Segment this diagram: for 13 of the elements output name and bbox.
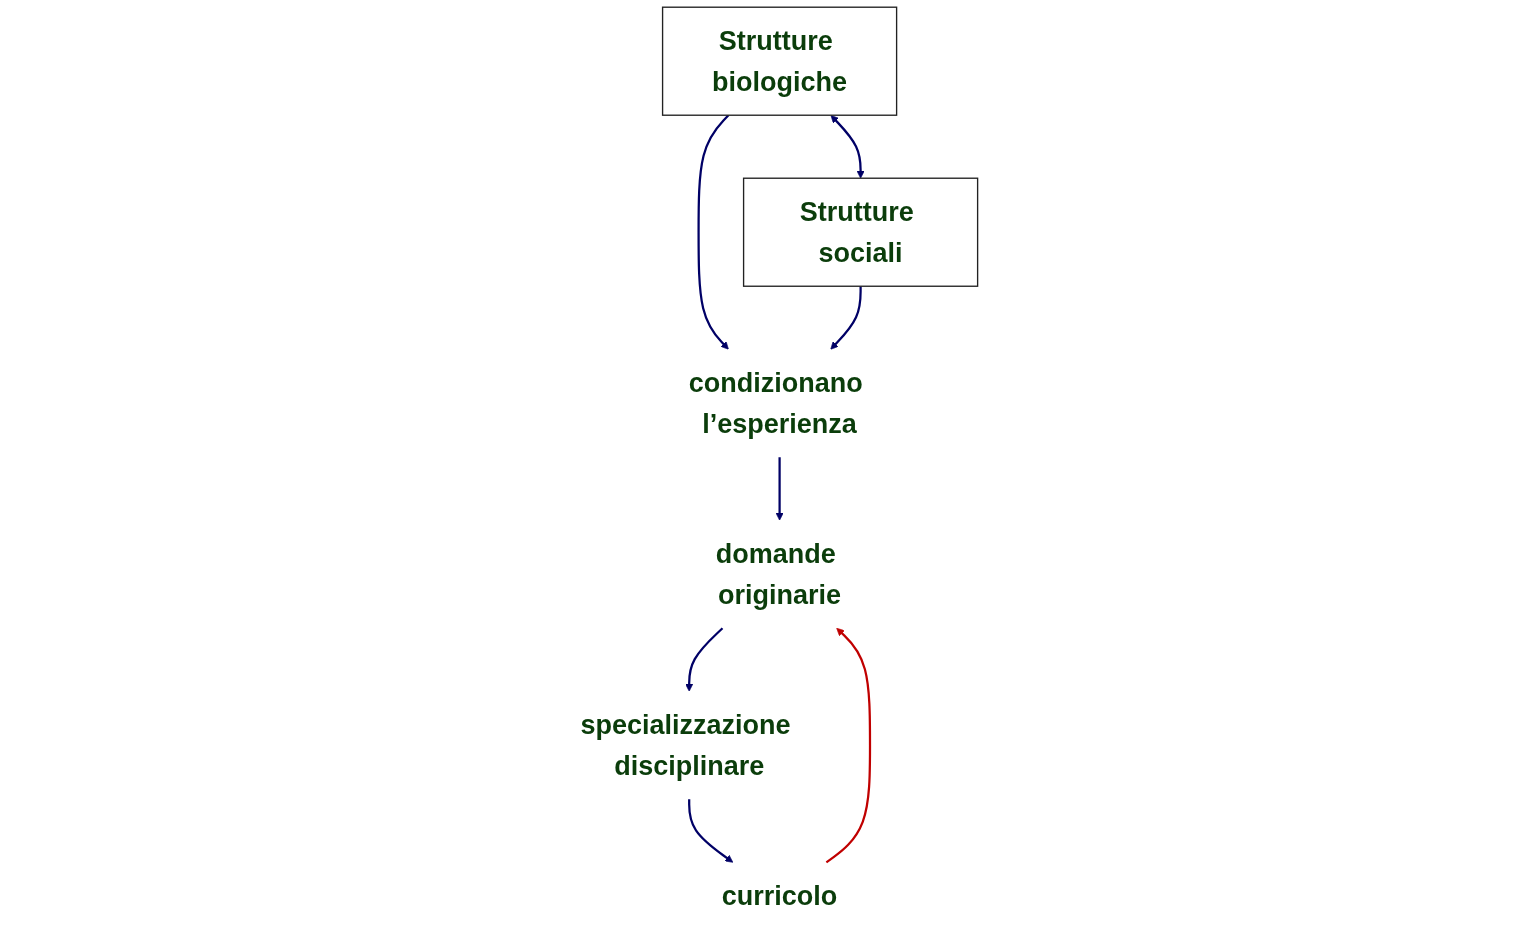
node-text: condizionano l’esperienza <box>688 368 863 439</box>
arrow <box>830 115 865 179</box>
node-box: Strutture sociali <box>742 177 979 287</box>
node-text: specializzazione disciplinare <box>580 710 791 781</box>
node-text: curricolo <box>721 881 838 911</box>
arrow <box>775 457 784 521</box>
node-box: Strutture biologiche <box>661 6 898 116</box>
arrow <box>830 286 862 350</box>
arrow <box>688 799 734 863</box>
arrow <box>697 114 730 350</box>
arrow <box>825 627 872 864</box>
arrow <box>685 627 724 692</box>
node-text: domande originarie <box>715 539 842 610</box>
